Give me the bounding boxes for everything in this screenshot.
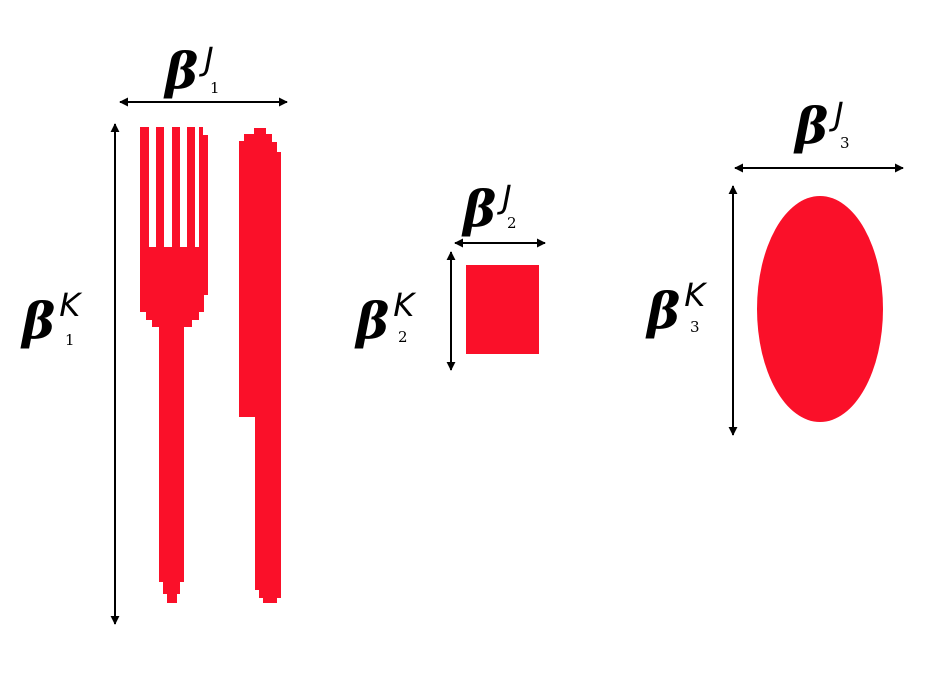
- knife-icon: [239, 128, 281, 603]
- height-label-2-subscript: 2: [398, 328, 408, 346]
- height-label-1-subscript: 1: [65, 331, 75, 349]
- fork-icon: [140, 127, 208, 603]
- width-label-2-subscript: 2: [507, 214, 517, 232]
- width-label-1-subscript: 1: [210, 79, 220, 97]
- ellipse-shape: [757, 196, 883, 422]
- height-label-3-subscript: 3: [690, 318, 700, 336]
- square-shape: [466, 265, 539, 354]
- width-label-3-subscript: 3: [840, 134, 850, 152]
